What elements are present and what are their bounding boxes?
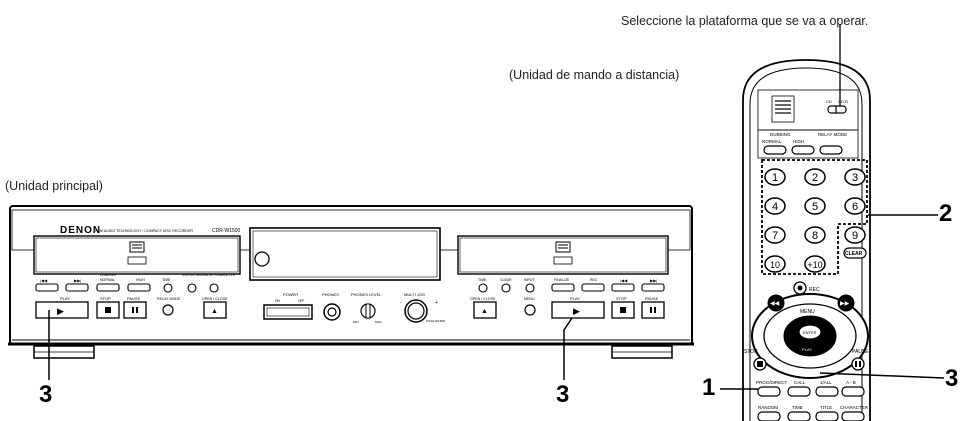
remote-key-label-2: 2 — [812, 172, 818, 184]
play-label-right: PLAY — [570, 296, 580, 301]
remote-time-label: TIME — [792, 405, 803, 410]
svg-text:▶▶|: ▶▶| — [650, 278, 657, 283]
remote-call-label: CALL — [794, 380, 806, 385]
callout-3-right: 3 — [945, 365, 959, 392]
svg-text:▲: ▲ — [211, 308, 218, 315]
off-label: OFF — [298, 299, 304, 303]
callout-2: 2 — [939, 200, 953, 227]
remote-key-3[interactable] — [844, 168, 866, 186]
remote-key-label-8: 8 — [812, 230, 818, 242]
remote-key-label-5: 5 — [812, 201, 818, 213]
remote-key-4[interactable] — [764, 197, 786, 215]
menu-label: MENU — [524, 297, 535, 301]
remote-key-label-1: 1 — [772, 172, 778, 184]
svg-text:-: - — [400, 300, 402, 306]
normal-label: NORMAL — [100, 278, 115, 282]
power-label: POWER — [283, 292, 298, 297]
remote-cd-label: CD — [826, 99, 832, 104]
clear-label: CLEAR — [500, 278, 512, 282]
remote-clear-label: CLEAR — [845, 251, 863, 257]
finalize-label: FINALIZE — [554, 278, 570, 282]
remote-key-11[interactable] — [804, 255, 826, 273]
remote-dubbing-label: DUBBING — [770, 132, 791, 137]
remote-title-label: TITLE — [820, 405, 832, 410]
main-unit-caption: (Unidad principal) — [5, 179, 103, 193]
remote-key-label-6: 6 — [852, 201, 858, 213]
svg-text:▶: ▶ — [57, 306, 64, 316]
svg-text:▶▶|: ▶▶| — [74, 278, 81, 283]
stop-label-left: STOP — [100, 296, 111, 301]
open-close-label-right: OPEN / CLOSE — [470, 297, 496, 301]
multi-jog-label: MULTI JOG — [404, 292, 425, 297]
play-label-left: PLAY — [60, 296, 70, 301]
brand-label: DENON — [60, 225, 101, 236]
on-label: ON — [275, 299, 280, 303]
svg-text:▲: ▲ — [481, 308, 488, 315]
open-close-label-left: OPEN / CLOSE — [202, 297, 228, 301]
callout-3-middle: 3 — [556, 381, 570, 408]
remote-pause-label: PAUSE — [852, 349, 869, 355]
min-label: MIN — [353, 320, 359, 324]
remote-stop-label: STOP — [744, 349, 758, 355]
title-character-label: TITLE / CHARACTER — [204, 273, 236, 277]
remote-menu-label: MENU — [800, 309, 815, 315]
remote-key-8[interactable] — [804, 226, 826, 244]
dubbing-label: DUBBING — [100, 273, 116, 277]
remote-key-10[interactable] — [764, 255, 786, 273]
remote-key-label-4: 4 — [772, 201, 778, 213]
max-label: MAX — [375, 320, 382, 324]
remote-key-label-11: +10 — [807, 260, 822, 270]
remote-cdr-label: CD-R — [838, 99, 848, 104]
remote-key-7[interactable] — [764, 226, 786, 244]
select-platform-caption: Seleccione la plataforma que se va a ope… — [621, 14, 869, 28]
remote-key-6[interactable] — [844, 197, 866, 215]
remote-rec-label: REC — [809, 287, 820, 293]
pause-label-left: PAUSE — [127, 296, 141, 301]
svg-text:◀◀: ◀◀ — [770, 301, 780, 307]
rec-label: REC — [590, 278, 598, 282]
remote-high-label: HIGH — [793, 139, 804, 144]
brand-subtitle: PCM AUDIO TECHNOLOGY / COMPACT DISC RECO… — [95, 229, 193, 233]
time-label: TIME — [162, 278, 171, 282]
model-label: CDR-W1500 — [212, 228, 241, 234]
callout-3-left: 3 — [39, 381, 53, 408]
stop-label-right: STOP — [616, 296, 627, 301]
remote-key-2[interactable] — [804, 168, 826, 186]
phones-label: PHONES — [322, 292, 339, 297]
remote-unit-caption: (Unidad de mando a distancia) — [509, 68, 680, 82]
high-label: HIGH — [136, 278, 145, 282]
display-select-label: DISPLAY SELECT — [182, 273, 209, 277]
remote-one-all-label: 1/ALL — [820, 380, 832, 385]
remote-prog-direct-label: PROG/DIRECT — [756, 380, 788, 385]
remote-normal-label: NORMAL — [762, 139, 782, 144]
phones-level-label: PHONES LEVEL — [351, 292, 382, 297]
remote-key-5[interactable] — [804, 197, 826, 215]
remote-key-1[interactable] — [764, 168, 786, 186]
remote-enter-label: ENTER — [803, 330, 817, 335]
svg-text:|◀◀: |◀◀ — [620, 278, 628, 283]
remote-character-label: CHARACTER — [840, 405, 869, 410]
callout-1: 1 — [702, 374, 716, 401]
remote-relay-label: RELAY MODE — [818, 132, 847, 137]
relay-mode-label: RELAY MODE — [157, 297, 181, 301]
remote-key-9[interactable] — [844, 226, 866, 244]
remote-a-b-label: A - B — [846, 380, 856, 385]
input-label: INPUT — [524, 278, 535, 282]
remote-random-label: RANDOM — [758, 405, 778, 410]
pause-label-right: PAUSE — [645, 296, 659, 301]
remote-play-label: PLAY — [802, 347, 812, 352]
push-enter-label: PUSH ENTER — [426, 319, 446, 323]
svg-text:|◀◀: |◀◀ — [40, 278, 48, 283]
remote-key-label-3: 3 — [852, 172, 858, 184]
time-label-right: TIME — [478, 278, 487, 282]
svg-text:▶: ▶ — [573, 306, 580, 316]
svg-text:+: + — [435, 300, 438, 306]
remote-key-label-9: 9 — [852, 230, 858, 242]
remote-key-label-10: 10 — [770, 260, 780, 270]
remote-key-label-7: 7 — [772, 230, 778, 242]
svg-text:▶▶: ▶▶ — [840, 301, 850, 307]
